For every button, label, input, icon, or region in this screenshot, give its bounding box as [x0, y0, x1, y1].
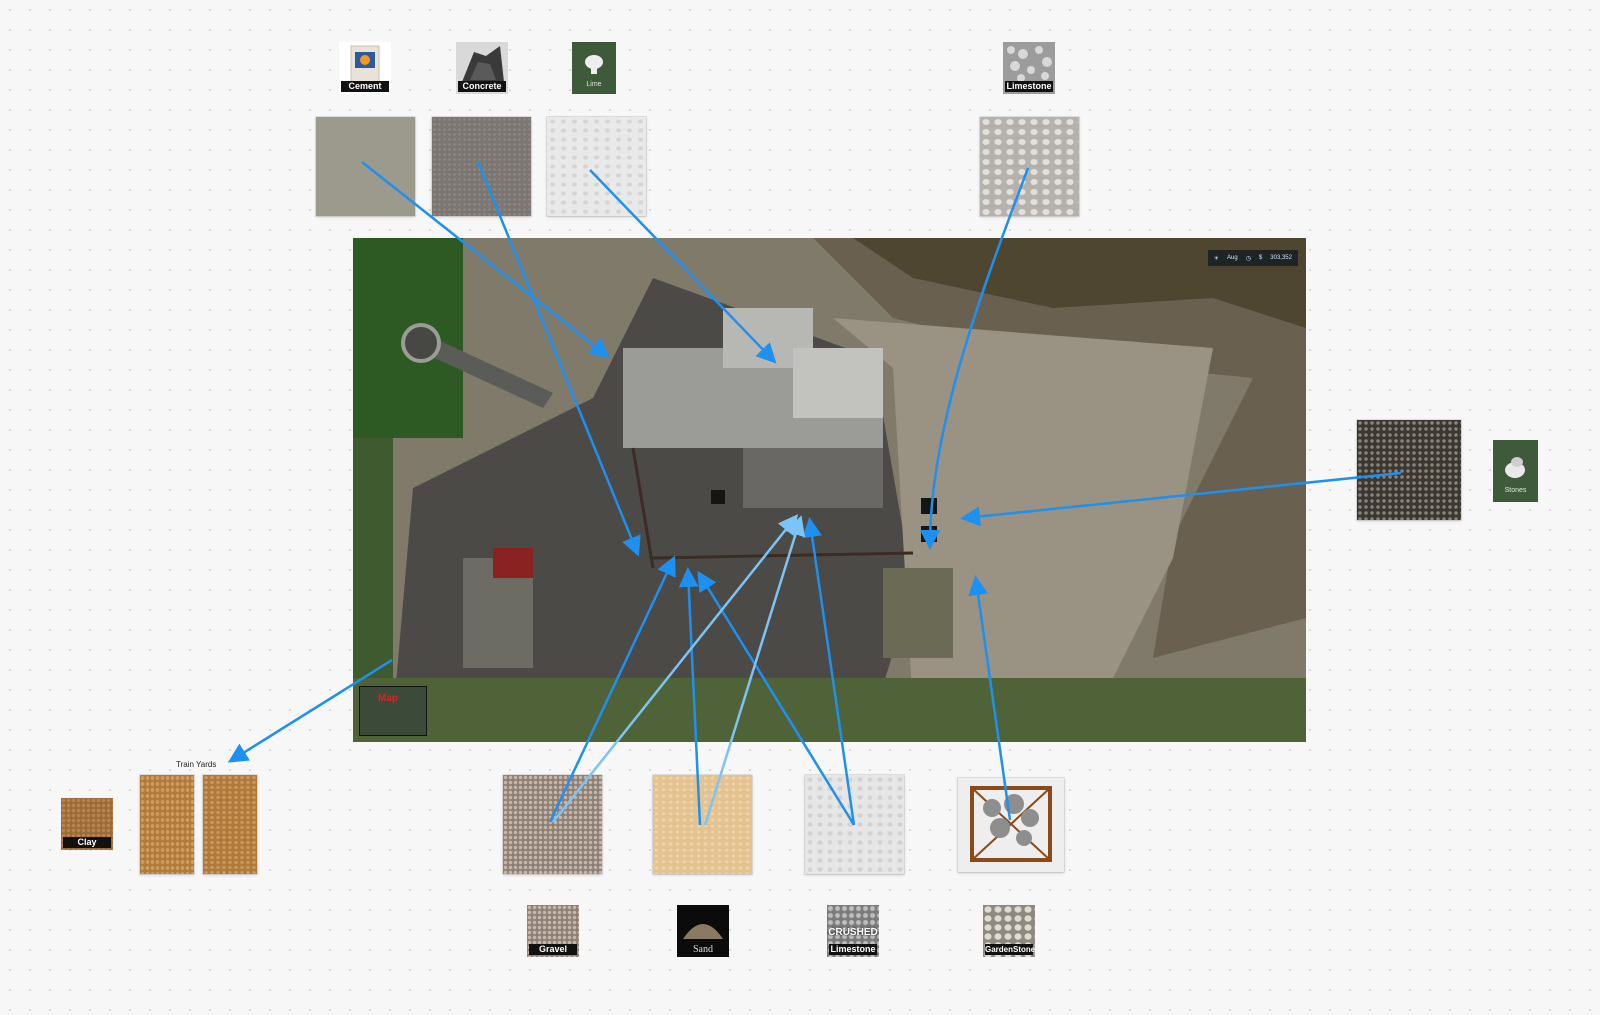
- crushed-limestone-icon: CRUSHED Limestone: [827, 905, 879, 957]
- hud-money: 303,352: [1270, 255, 1292, 261]
- crushed-limestone-label: Limestone: [829, 944, 877, 955]
- train-yard-texture-1: [140, 775, 194, 874]
- limestone-icon: Limestone: [1003, 42, 1055, 94]
- limestone-texture: [980, 117, 1079, 216]
- concrete-icon: Concrete: [456, 42, 508, 94]
- cement-texture: [316, 117, 415, 216]
- hud-month: Aug: [1227, 255, 1238, 261]
- lime-label: Lime: [586, 81, 602, 88]
- sand-texture: [653, 775, 752, 874]
- money-icon: $: [1258, 255, 1263, 261]
- crate-graphic: [970, 786, 1052, 862]
- clay-icon: Clay: [61, 798, 113, 850]
- lime-texture: [547, 117, 646, 216]
- lime-icon: Lime: [572, 42, 616, 94]
- gardenstone-crate-image: [958, 778, 1064, 872]
- sun-icon: ☀: [1213, 255, 1220, 262]
- clock-icon: ◷: [1245, 255, 1251, 262]
- gravel-texture: [503, 775, 602, 874]
- clay-label: Clay: [63, 837, 111, 848]
- quarry-map-screenshot: ☀ Aug ◷ $ 303,352 Map: [353, 238, 1306, 742]
- sand-pile-graphic: [683, 924, 723, 939]
- stones-texture: [1357, 420, 1461, 520]
- concrete-label: Concrete: [458, 81, 506, 92]
- train-yard-texture-2: [203, 775, 257, 874]
- crushed-label: CRUSHED: [828, 927, 878, 938]
- gravel-label: Gravel: [529, 944, 577, 955]
- minimap[interactable]: Map: [359, 686, 427, 736]
- minimap-label: Map: [378, 693, 398, 704]
- cement-bag-graphic: [350, 45, 380, 83]
- train-yards-label: Train Yards: [176, 760, 217, 769]
- stones-icon: Stones: [1493, 440, 1538, 502]
- cement-label: Cement: [341, 81, 389, 92]
- stones-graphic: [1505, 457, 1525, 478]
- gravel-icon: Gravel: [527, 905, 579, 957]
- quarry-map-graphic: [353, 238, 1306, 742]
- crushed-limestone-texture: [805, 775, 904, 874]
- stones-label: Stones: [1504, 487, 1527, 494]
- gardenstone-icon: GardenStone: [983, 905, 1035, 957]
- gardenstone-label: GardenStone: [985, 944, 1035, 955]
- sand-label: Sand: [693, 944, 713, 955]
- sand-icon: Sand: [677, 905, 729, 957]
- limestone-label: Limestone: [1005, 81, 1053, 92]
- lime-pile-graphic: [585, 55, 603, 74]
- game-hud: ☀ Aug ◷ $ 303,352: [1207, 250, 1298, 266]
- concrete-texture: [432, 117, 531, 216]
- cement-icon: Cement: [339, 42, 391, 94]
